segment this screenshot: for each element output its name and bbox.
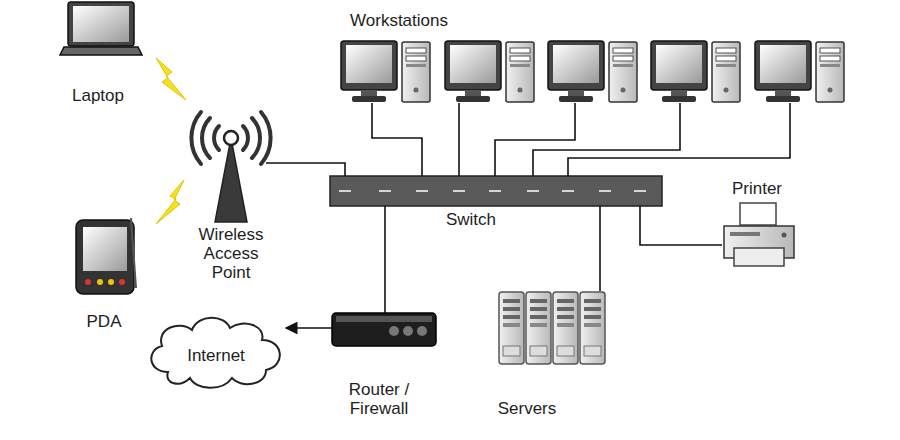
laptop-icon bbox=[60, 2, 142, 55]
connector bbox=[568, 103, 790, 176]
connector bbox=[372, 103, 422, 176]
switch-node: Switch bbox=[330, 176, 662, 206]
printer-node: Printer bbox=[722, 203, 796, 267]
switch-bar bbox=[330, 176, 662, 206]
connector bbox=[533, 103, 680, 176]
node-label: Printer bbox=[732, 179, 782, 198]
workstations-node: Workstations bbox=[338, 38, 848, 103]
router-node: Router / Firewall bbox=[332, 313, 436, 346]
servers-node: Servers bbox=[498, 291, 606, 365]
internet-cloud bbox=[151, 318, 279, 388]
wireless-bolt bbox=[156, 58, 186, 100]
laptop-node: Laptop bbox=[60, 0, 144, 57]
pda-node: PDA bbox=[74, 218, 138, 296]
node-label: Servers bbox=[498, 399, 557, 418]
node-label: Internet bbox=[187, 346, 245, 365]
connector bbox=[640, 206, 722, 245]
access-point-node: Wireless Access Point bbox=[196, 110, 266, 222]
node-label: Wireless Access Point bbox=[191, 225, 271, 282]
node-label: Laptop bbox=[72, 86, 124, 105]
node-label: PDA bbox=[87, 312, 122, 331]
access-point-icon bbox=[191, 112, 270, 222]
node-label: Switch bbox=[446, 210, 496, 229]
server-rack bbox=[499, 292, 605, 364]
workstation-computers bbox=[341, 41, 844, 102]
internet-cloud-node: Internet bbox=[150, 318, 282, 388]
connector bbox=[286, 327, 332, 329]
wireless-bolt bbox=[156, 180, 184, 224]
node-label: Router / Firewall bbox=[339, 380, 419, 418]
connector bbox=[458, 103, 460, 176]
connector bbox=[599, 206, 601, 291]
connector bbox=[495, 103, 575, 176]
connector bbox=[266, 163, 345, 176]
router-icon bbox=[332, 313, 436, 346]
printer-icon bbox=[724, 203, 794, 266]
node-label: Workstations bbox=[350, 11, 448, 30]
connector bbox=[384, 206, 386, 313]
pda-icon bbox=[76, 218, 136, 294]
